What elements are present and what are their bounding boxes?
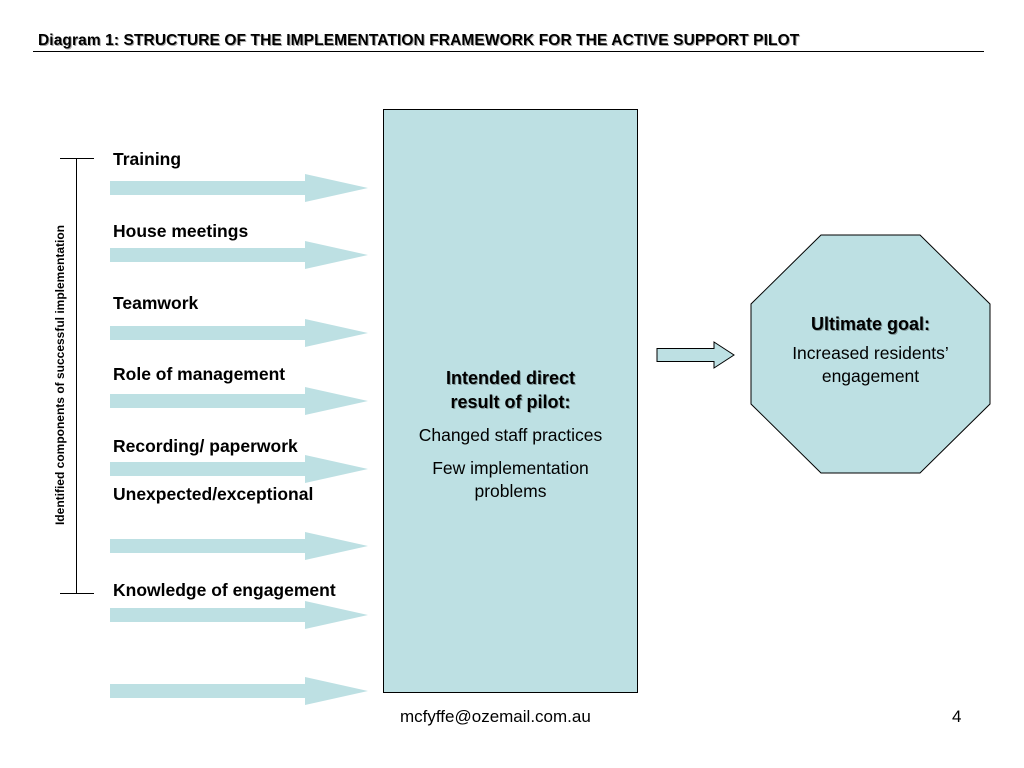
component-arrow — [110, 601, 368, 629]
diagram-title: Diagram 1: STRUCTURE OF THE IMPLEMENTATI… — [38, 32, 800, 49]
intended-result-box: Intended direct result of pilot: Changed… — [383, 109, 638, 693]
ultimate-goal-octagon: Ultimate goal: Increased residents’ enga… — [750, 234, 991, 474]
ultimate-goal-heading: Ultimate goal: — [810, 314, 930, 334]
intended-result-heading-line2: result of pilot: — [450, 392, 571, 412]
component-label-house-meetings: House meetings — [113, 221, 249, 241]
ultimate-goal-text: Ultimate goal: Increased residents’ enga… — [750, 312, 991, 388]
result-item-few-problems: Few implementation problems — [432, 458, 589, 501]
title-underline — [33, 51, 984, 52]
ultimate-goal-body: Increased residents’ engagement — [792, 343, 949, 386]
page-number: 4 — [952, 707, 962, 726]
intended-result-heading: Intended direct result of pilot: — [384, 366, 637, 414]
component-arrow — [110, 241, 368, 269]
component-arrow — [110, 319, 368, 347]
footer-email: mcfyffe@ozemail.com.au — [400, 707, 591, 726]
component-label-unexpected-exceptional: Unexpected/exceptional — [113, 484, 314, 504]
components-vertical-label: Identified components of successful impl… — [53, 224, 67, 526]
component-label-role-of-management: Role of management — [113, 364, 286, 384]
bracket-top — [60, 158, 94, 159]
component-arrow — [110, 455, 368, 483]
component-label-teamwork: Teamwork — [113, 293, 199, 313]
component-label-training: Training — [113, 149, 182, 169]
intended-result-heading-line1: Intended direct — [445, 368, 575, 388]
intended-result-text: Intended direct result of pilot: Changed… — [384, 366, 637, 503]
component-arrow — [110, 677, 368, 705]
component-arrow — [110, 532, 368, 560]
bracket-bottom — [60, 593, 94, 594]
result-to-goal-arrow — [656, 341, 736, 374]
component-label-knowledge-of-engagement: Knowledge of engagement — [113, 580, 336, 600]
result-item-staff-practices: Changed staff practices — [418, 425, 603, 445]
component-label-recording-paperwork: Recording/ paperwork — [113, 436, 298, 456]
component-arrow — [110, 387, 368, 415]
component-arrow — [110, 174, 368, 202]
bracket-vertical — [76, 158, 77, 593]
